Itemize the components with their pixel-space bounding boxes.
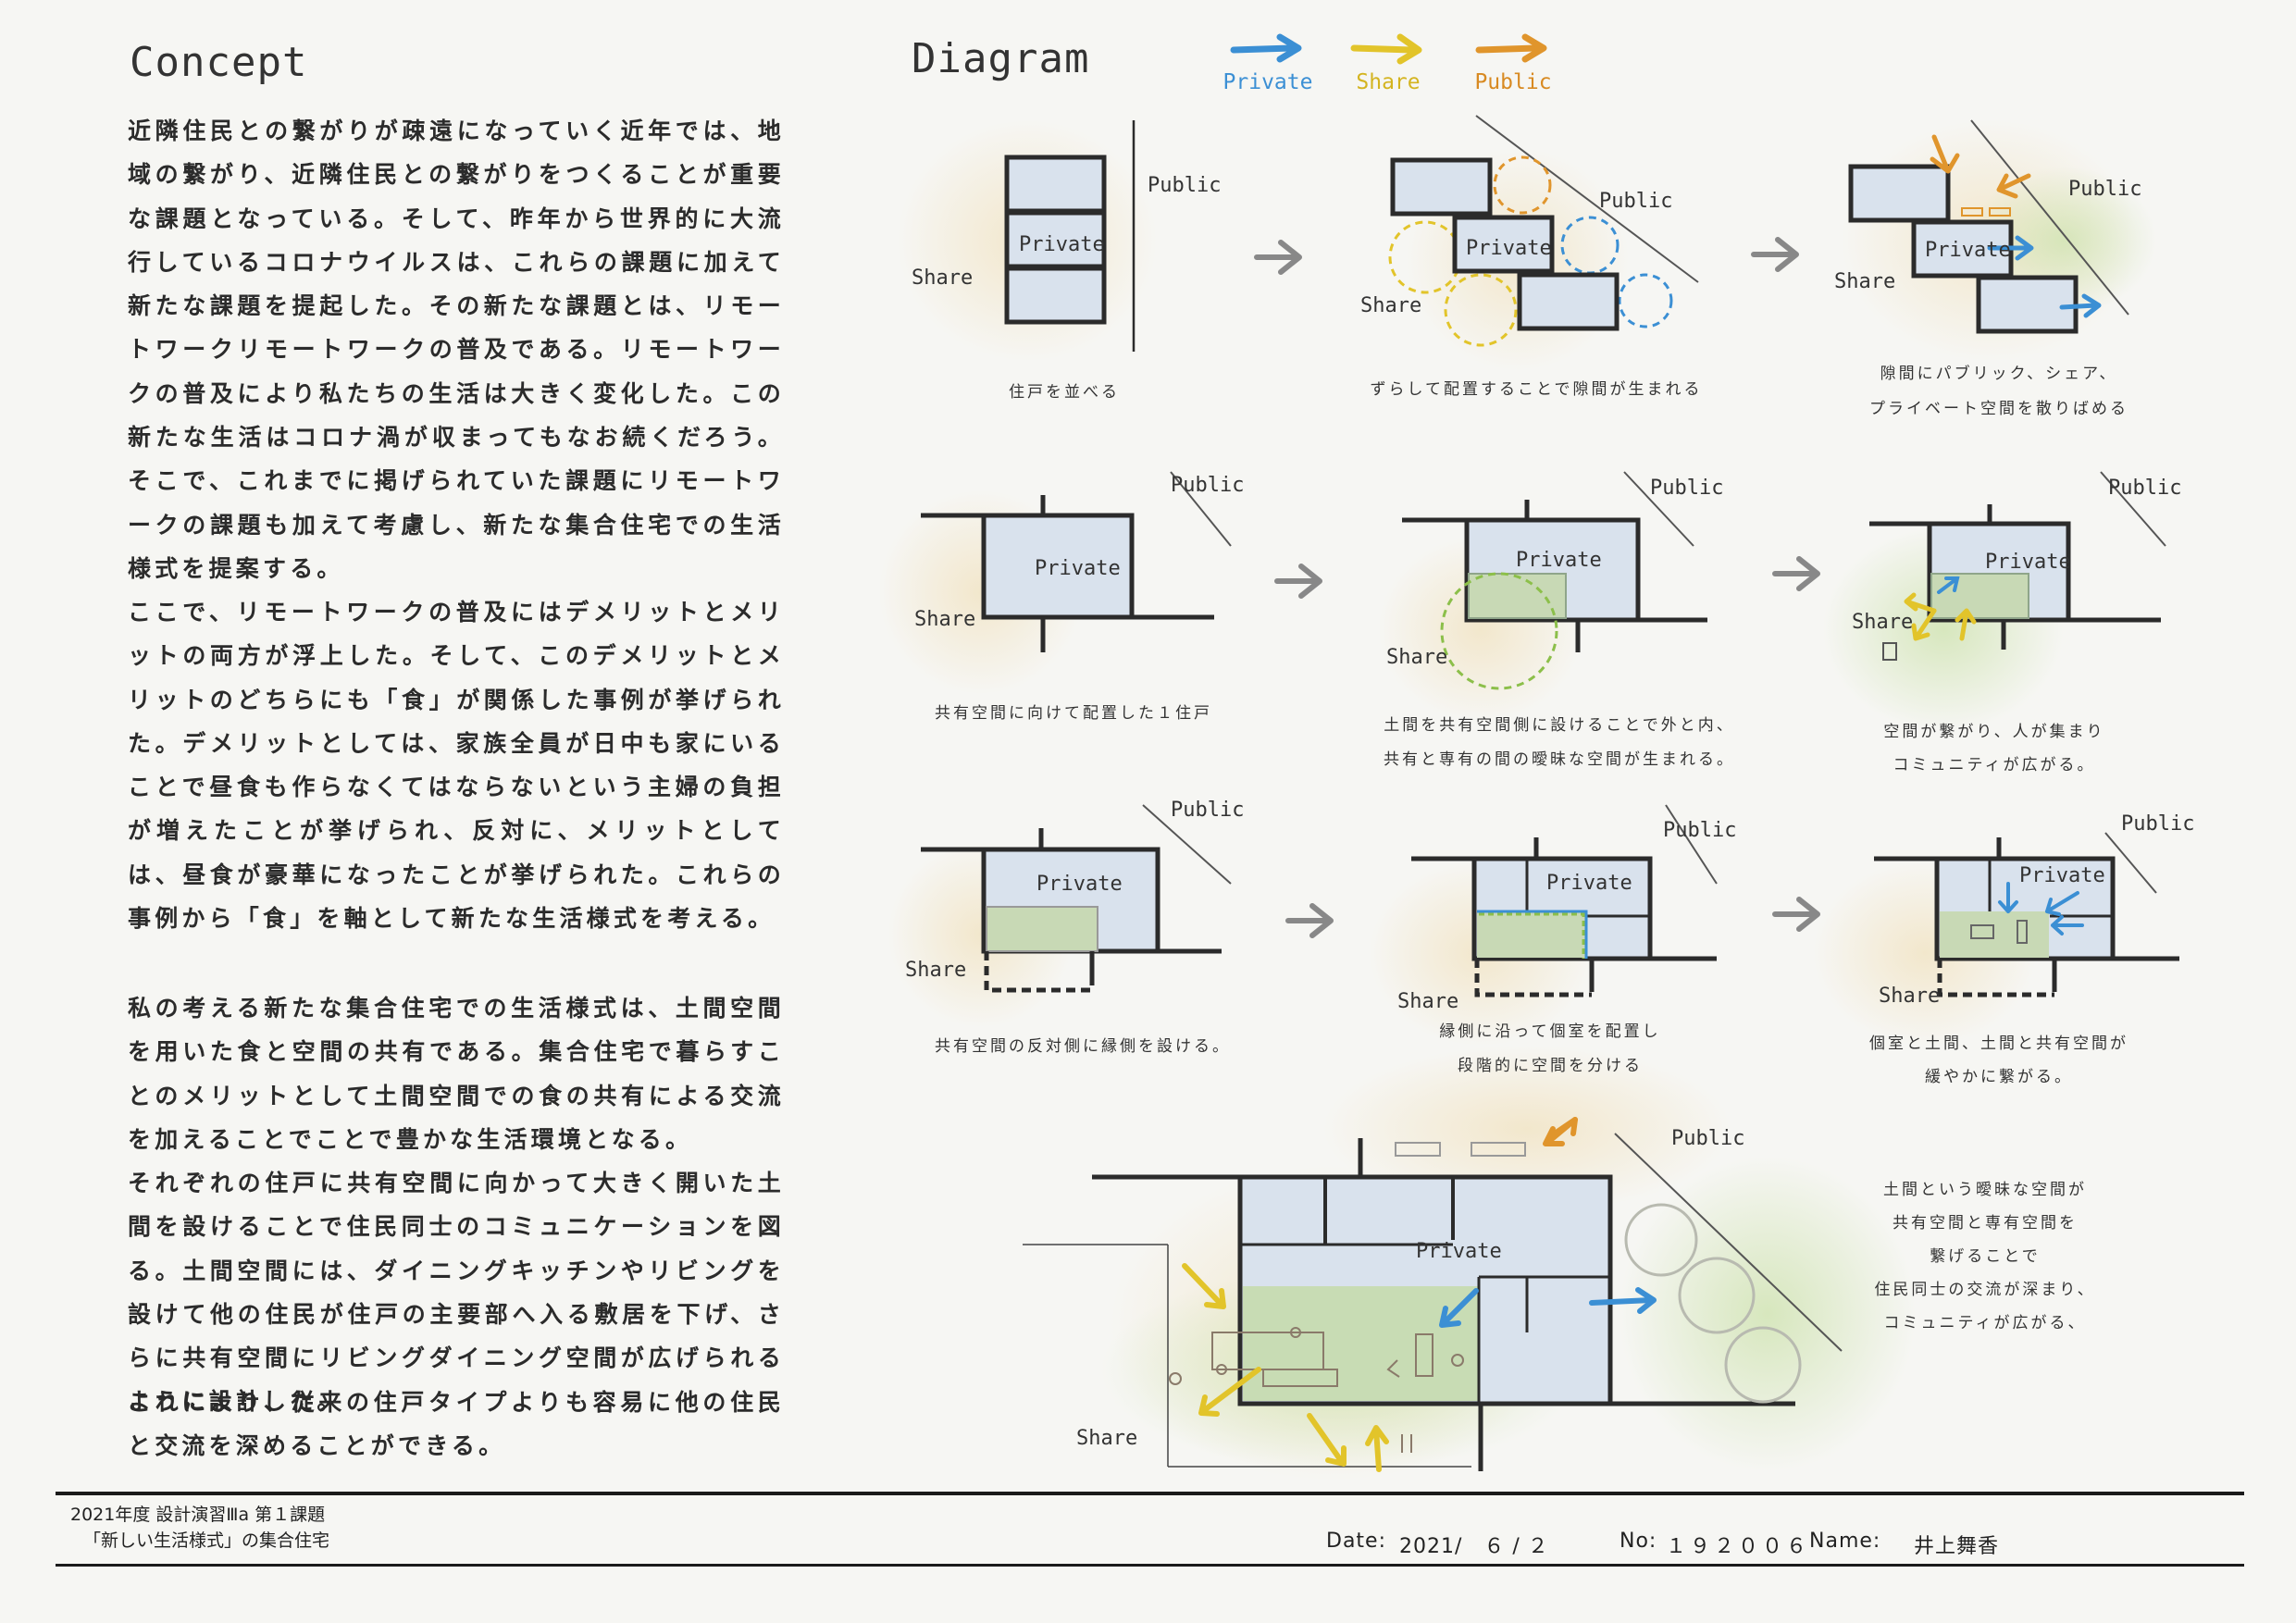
r3c2-private-label: Private	[1546, 872, 1632, 895]
caption-final-line2: 共有空間と専有空間を	[1893, 1214, 2078, 1233]
r2c1-private-label: Private	[1035, 557, 1121, 580]
r3c3-share-label: Share	[1879, 985, 1941, 1008]
r2c3-public-label: Public	[2108, 477, 2182, 500]
diagram-r1c3	[1848, 119, 2129, 334]
r2c3-private-label: Private	[1985, 551, 2071, 574]
r1c1-private-label: Private	[1019, 233, 1105, 256]
caption-r2c2-line2: 共有と専有の間の曖昧な空間が生まれる。	[1384, 750, 1735, 769]
concept-paragraph-3: 私の考える新たな集合住宅での生活様式は、土間空間を用いた食と空間の共有である。集…	[128, 995, 785, 1153]
r2c2-public-label: Public	[1650, 477, 1724, 500]
r1c1-share-label: Share	[912, 266, 974, 290]
r3c2-share-label: Share	[1397, 990, 1459, 1013]
r3c3-private-label: Private	[2019, 864, 2105, 887]
r3c3-public-label: Public	[2121, 812, 2195, 836]
caption-r1c3-line1: 隙間にパブリック、シェア、	[1880, 365, 2118, 383]
footer-bottom-rule	[56, 1564, 2244, 1567]
r1c2-share-label: Share	[1360, 294, 1422, 317]
diagram-r3c3	[1874, 832, 2179, 997]
concept-paragraph-2: ここで、リモートワークの普及にはデメリットとメリットの両方が浮上した。そして、こ…	[128, 599, 785, 933]
diagram-r2c2	[1402, 471, 1707, 690]
date-label: Date:	[1326, 1530, 1386, 1553]
caption-final-line3: 繋げることで	[1930, 1247, 2041, 1266]
diagram-r3c2	[1411, 804, 1718, 997]
concept-paragraph-1: 近隣住民との繋がりが疎遠になっていく近年では、地域の繋がり、近隣住民との繋がりを…	[128, 118, 785, 582]
caption-r1c2: ずらして配置することで隙間が生まれる	[1370, 380, 1703, 399]
diagram-r3c1	[921, 804, 1232, 993]
caption-final-line1: 土間という曖昧な空間が	[1883, 1181, 2087, 1199]
diagram-r2c3	[1869, 471, 2166, 661]
caption-r2c3-line1: 空間が繋がり、人が集まり	[1883, 723, 2105, 741]
footer-top-rule	[56, 1492, 2244, 1495]
caption-r2c1: 共有空間に向けて配置した１住戸	[935, 704, 1212, 723]
r1c3-public-label: Public	[2068, 178, 2142, 201]
diagram-final-plan	[1023, 1117, 1843, 1472]
final-private-label: Private	[1416, 1240, 1502, 1263]
date-value: 2021/ ６ / ２	[1399, 1535, 1549, 1558]
final-share-label: Share	[1076, 1427, 1138, 1450]
r2c1-share-label: Share	[914, 608, 976, 631]
diagram-r1c1	[1004, 120, 1136, 352]
r3c1-private-label: Private	[1036, 873, 1123, 896]
caption-r3c3-line1: 個室と土間、土間と共有空間が	[1869, 1035, 2128, 1053]
diagram-r2c1	[921, 471, 1232, 652]
caption-r2c2-line1: 土間を共有空間側に設けることで外と内、	[1384, 716, 1735, 735]
number-value: １９２００６	[1666, 1535, 1811, 1558]
diagram-title: Diagram	[912, 35, 1090, 82]
project-title: 「新しい生活様式」の集合住宅	[83, 1530, 330, 1551]
r2c3-share-label: Share	[1852, 611, 1914, 634]
r2c2-private-label: Private	[1516, 549, 1602, 572]
course-title: 2021年度 設計演習Ⅲa 第１課題	[70, 1505, 326, 1525]
r3c2-public-label: Public	[1663, 819, 1737, 842]
caption-r3c3-line2: 緩やかに繋がる。	[1925, 1068, 2073, 1086]
number-label: No:	[1620, 1530, 1657, 1553]
diagram-r1c2	[1388, 115, 1699, 347]
concept-paragraph-5: これにより、従来の住戸タイプよりも容易に他の住民と交流を深めることができる。	[128, 1389, 785, 1460]
concept-title: Concept	[130, 39, 308, 86]
r1c1-public-label: Public	[1148, 174, 1222, 197]
r2c2-share-label: Share	[1386, 646, 1448, 669]
name-value: 井上舞香	[1914, 1535, 2000, 1558]
caption-r3c2-line1: 縁側に沿って個室を配置し	[1439, 1022, 1661, 1041]
caption-final-line4: 住民同士の交流が深まり、	[1874, 1281, 2096, 1299]
r1c2-public-label: Public	[1599, 190, 1673, 213]
public-arrow-icon	[1475, 33, 1547, 63]
legend-share: Share	[1337, 30, 1439, 104]
caption-r3c2-line2: 段階的に空間を分ける	[1458, 1057, 1643, 1075]
legend-public: Public	[1462, 30, 1564, 104]
r2c1-public-label: Public	[1171, 474, 1245, 497]
private-arrow-icon	[1230, 33, 1302, 63]
legend-private-label: Private	[1222, 70, 1313, 94]
share-arrow-icon	[1350, 33, 1422, 65]
legend-private: Private	[1217, 30, 1319, 104]
r3c1-public-label: Public	[1171, 799, 1245, 822]
caption-r2c3-line2: コミュニティが広がる。	[1893, 756, 2096, 774]
concept-paragraph-4: それぞれの住戸に共有空間に向かって大きく開いた土間を設けることで住民同士のコミュ…	[128, 1170, 785, 1416]
legend-share-label: Share	[1356, 70, 1421, 94]
legend-public-label: Public	[1474, 70, 1552, 94]
caption-r3c1: 共有空間の反対側に縁側を設ける。	[935, 1037, 1231, 1056]
final-public-label: Public	[1671, 1127, 1745, 1150]
r1c3-private-label: Private	[1925, 239, 2011, 262]
caption-final-line5: コミュニティが広がる、	[1883, 1314, 2087, 1332]
name-label: Name:	[1809, 1530, 1881, 1553]
r1c2-private-label: Private	[1466, 237, 1552, 260]
caption-r1c3-line2: プライベート空間を散りばめる	[1869, 400, 2128, 418]
r1c3-share-label: Share	[1834, 270, 1896, 293]
r3c1-share-label: Share	[905, 959, 967, 982]
caption-r1c1: 住戸を並べる	[1009, 383, 1120, 402]
